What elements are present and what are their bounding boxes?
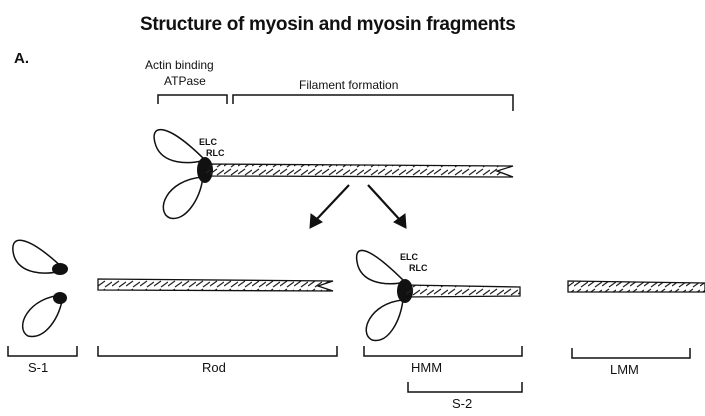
bracket-s1	[8, 346, 77, 356]
label-s2: S-2	[452, 396, 472, 411]
cleavage-arrows	[310, 185, 406, 228]
rod-fragment	[98, 279, 333, 291]
label-elc-hmm: ELC	[400, 252, 418, 262]
label-s1: S-1	[28, 360, 48, 375]
label-lmm: LMM	[610, 362, 639, 377]
label-filament-formation: Filament formation	[299, 78, 398, 92]
label-atpase: ATPase	[164, 74, 206, 88]
lmm-fragment	[568, 281, 705, 292]
diagram-title: Structure of myosin and myosin fragments	[140, 14, 515, 36]
bracket-actin-binding	[158, 95, 227, 104]
bracket-lmm	[572, 348, 690, 358]
label-elc-top: ELC	[199, 137, 217, 147]
rod-tail	[205, 164, 513, 177]
label-rod: Rod	[202, 360, 226, 375]
hmm-fragment	[357, 250, 520, 340]
s1-fragment	[13, 240, 68, 336]
label-rlc-top: RLC	[206, 148, 225, 158]
upper-head	[154, 130, 205, 163]
panel-label: A.	[14, 50, 29, 67]
bracket-filament-formation	[233, 95, 513, 111]
bracket-hmm	[364, 346, 522, 356]
label-rlc-hmm: RLC	[409, 263, 428, 273]
label-hmm: HMM	[411, 360, 442, 375]
bracket-s2	[408, 382, 522, 392]
label-actin-binding: Actin binding	[145, 58, 214, 72]
lower-head	[163, 177, 203, 218]
bracket-rod	[98, 346, 337, 356]
